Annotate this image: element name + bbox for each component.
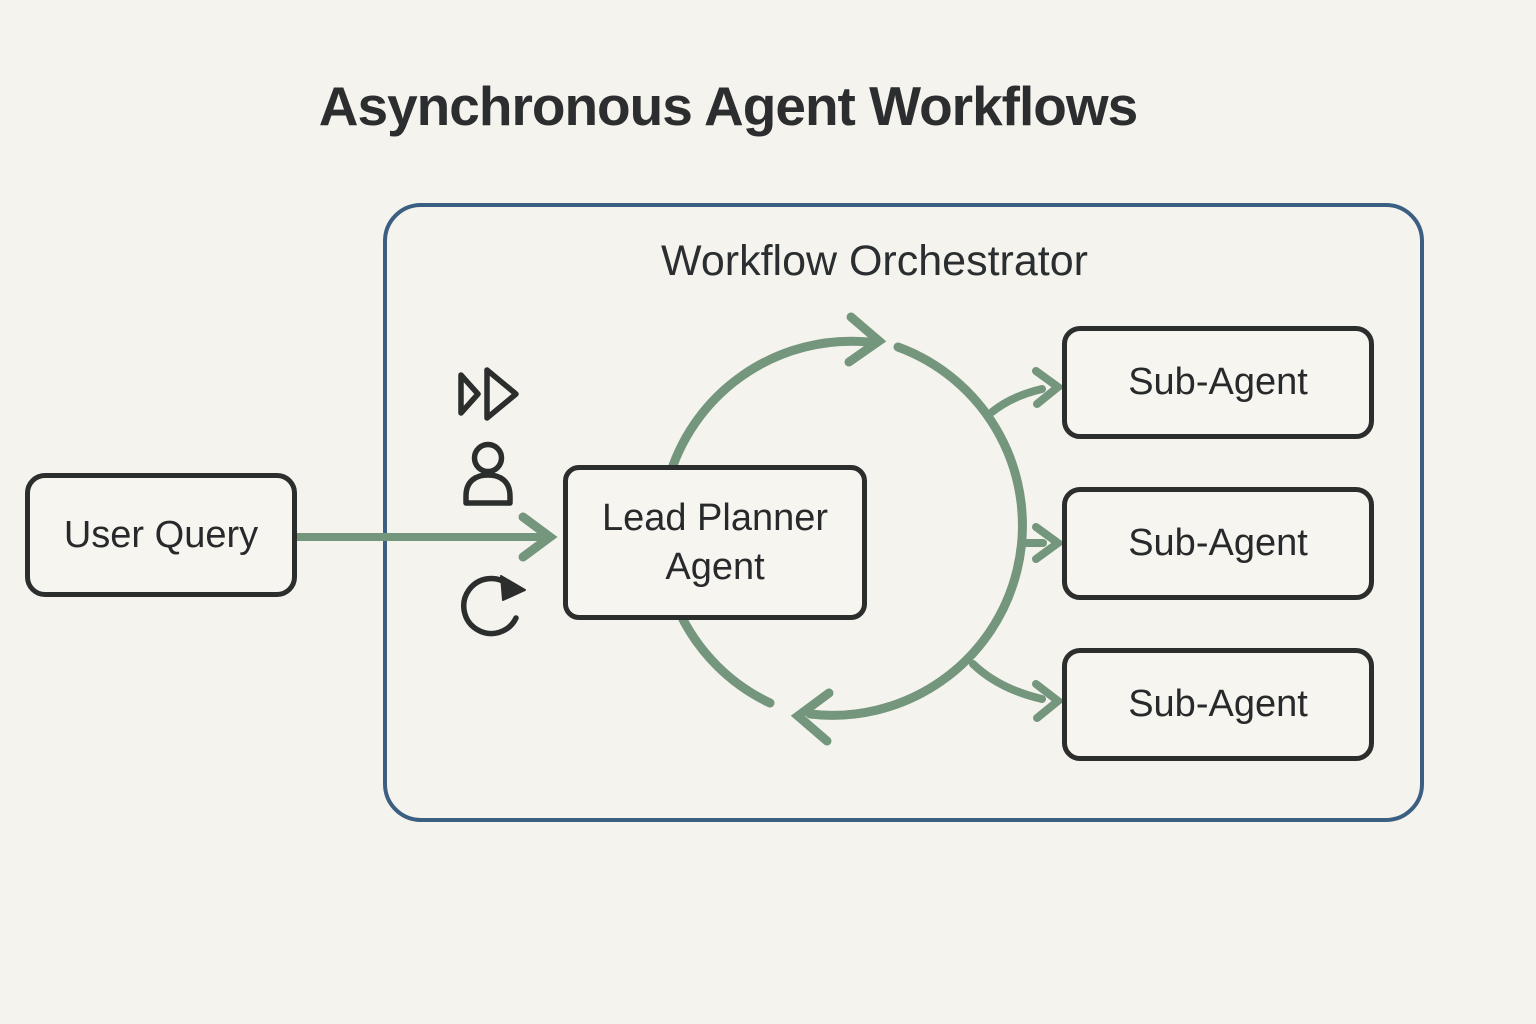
user-query-box: User Query [25,473,297,597]
sub-agent-label: Sub-Agent [1128,683,1308,725]
loop-arc-right [805,342,1027,720]
user-query-arrow [293,512,558,562]
sub-agent-box-2: Sub-Agent [1062,487,1374,600]
branch-arrow-1-head [1032,367,1065,408]
lead-planner-agent-label: Lead Planner Agent [601,496,829,588]
diagram-title: Asynchronous Agent Workflows [318,75,1138,137]
sub-agent-box-3: Sub-Agent [1062,648,1374,761]
sub-agent-label: Sub-Agent [1128,361,1308,403]
user-query-label: User Query [63,513,259,556]
refresh-icon [461,575,526,637]
icon-stack [458,367,526,637]
loop-arrowhead-top [844,312,887,367]
branch-arrow-2-head [1032,523,1065,563]
branch-arrow-3-head [1032,680,1065,722]
sub-agent-box-1: Sub-Agent [1062,326,1374,439]
lead-planner-agent-box: Lead Planner Agent [563,465,867,620]
workflow-orchestrator-container [383,203,1424,822]
user-query-arrowhead [518,512,558,562]
sub-agent-label: Sub-Agent [1128,522,1308,564]
loop-arrowhead-bottom [790,688,834,746]
branch-arrow-1-line [988,385,1046,416]
sub-agent-branch-arrows [969,367,1065,722]
workflow-orchestrator-label: Workflow Orchestrator [661,237,1088,285]
branch-arrow-3-line [969,660,1046,703]
fast-forward-icon [458,367,519,421]
user-icon [463,441,513,506]
